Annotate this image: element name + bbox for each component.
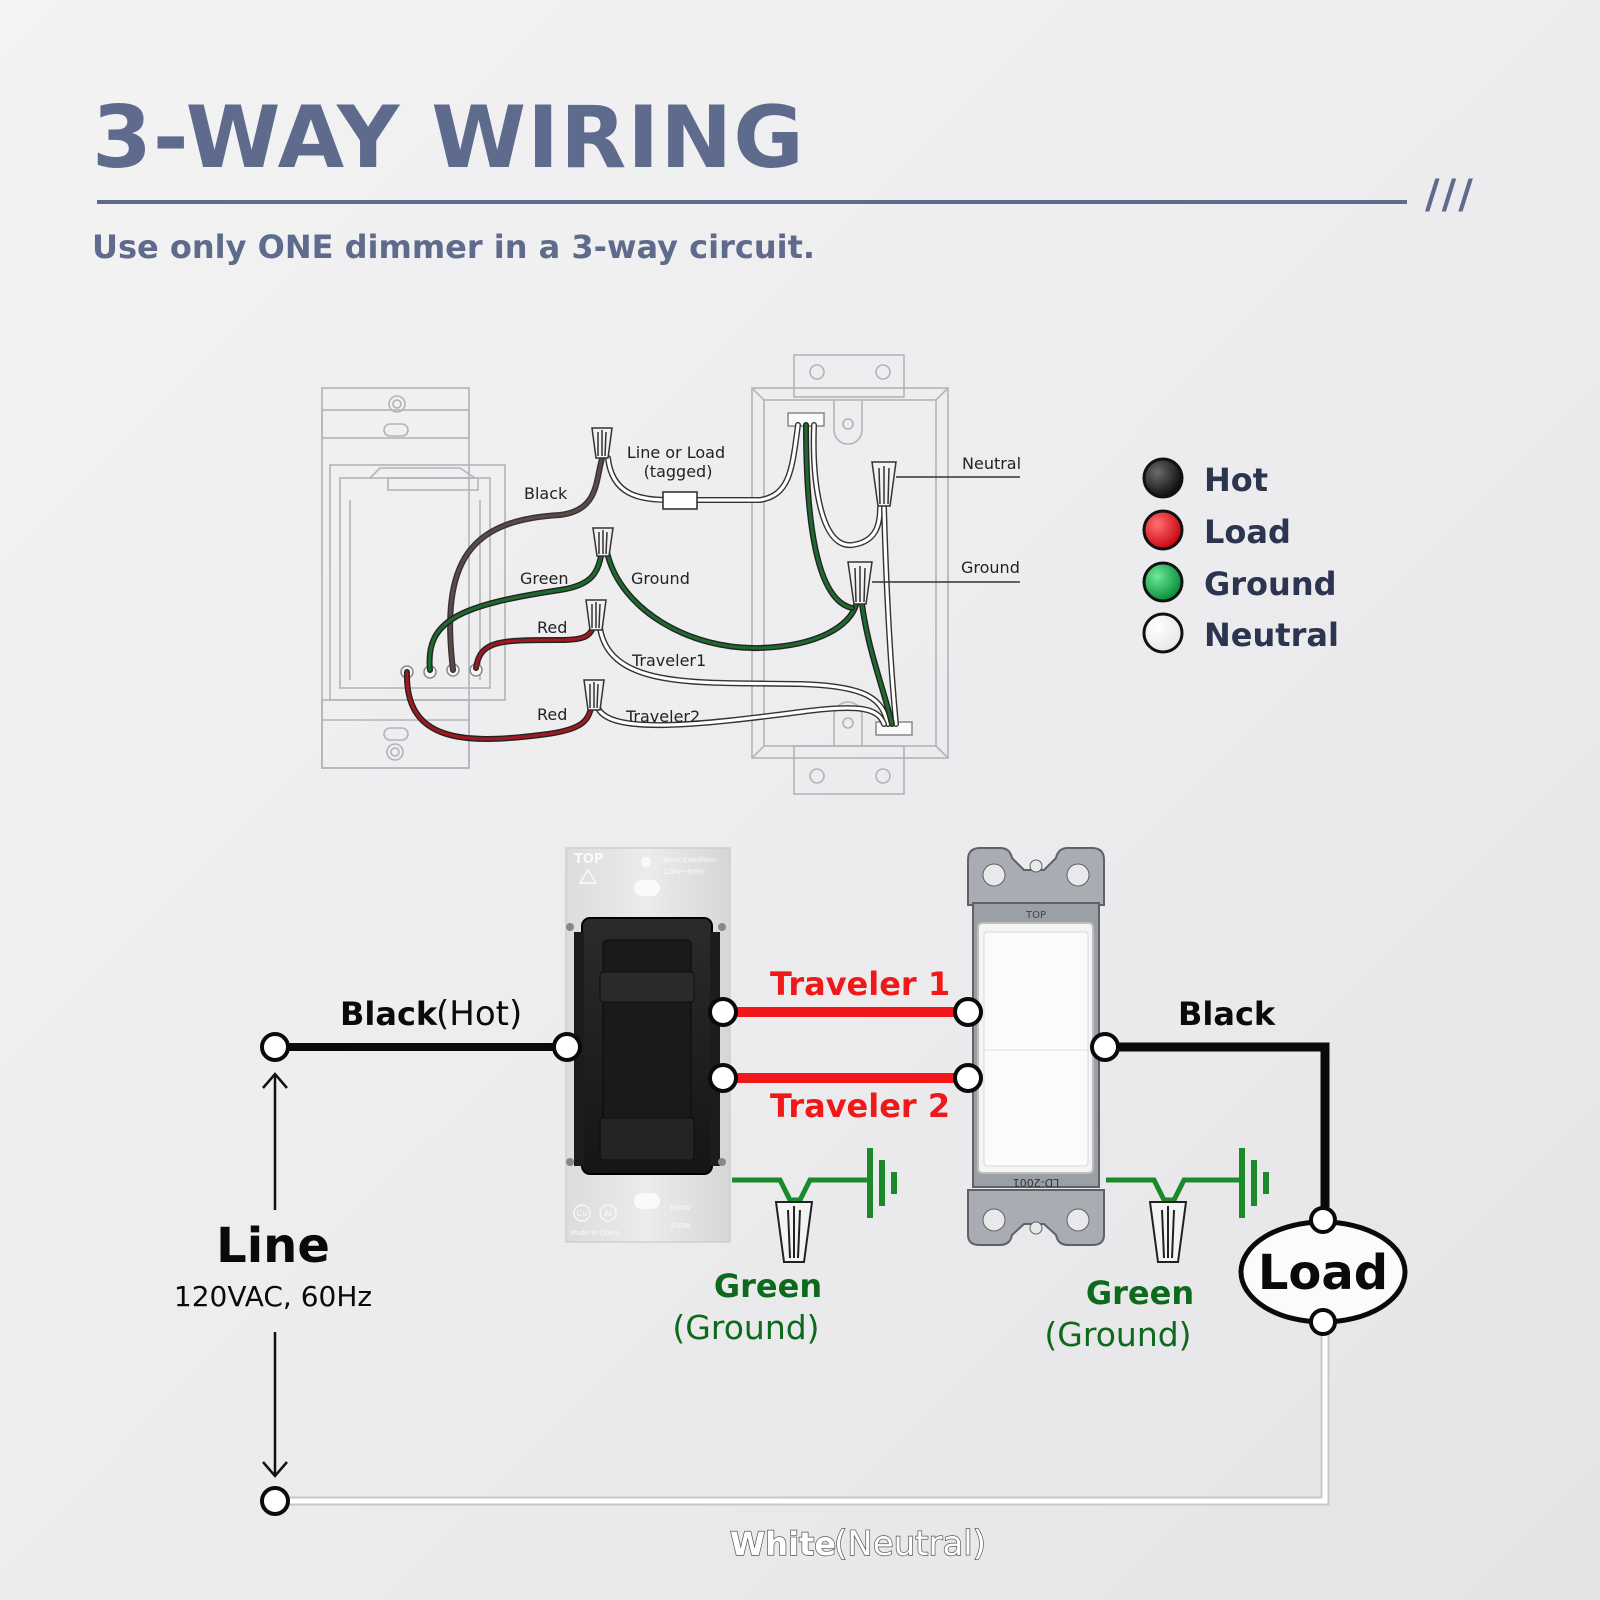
switch-model-label: LD-2001 xyxy=(1013,1176,1060,1189)
label-ground-right: (Ground) xyxy=(1044,1315,1191,1354)
dimmer-cu-mark: Cu xyxy=(577,1209,588,1218)
dimmer-device: TOP Work Condition 120V~60Hz Cu Al 600W … xyxy=(565,847,731,1243)
top-wires xyxy=(403,422,899,742)
label-line: Line xyxy=(216,1218,330,1274)
schematic: TOP Work Condition 120V~60Hz Cu Al 600W … xyxy=(174,847,1408,1565)
label-neutral-paren: (Neutral) xyxy=(834,1524,986,1564)
label-traveler-1: Traveler 1 xyxy=(770,965,950,1003)
legend-item-hot: Hot xyxy=(1142,457,1268,499)
legend-item-load: Load xyxy=(1142,509,1291,551)
dimmer-rating-300w: 300W xyxy=(670,1222,690,1230)
wire-nut-icon xyxy=(583,679,605,711)
ground-wires xyxy=(732,1148,1269,1218)
wire-nut-icon xyxy=(585,599,607,631)
wire-tag-icon xyxy=(662,491,698,510)
legend-label-neutral: Neutral xyxy=(1204,616,1339,654)
top-wiring-illustration: Black Line or Load (tagged) Green Ground… xyxy=(321,354,1021,795)
switch-device: TOP LD-2001 xyxy=(967,847,1105,1246)
label-ground-left: (Ground) xyxy=(672,1308,819,1347)
wire-nut-icon xyxy=(774,1201,814,1263)
terminal-load-bottom xyxy=(1309,1308,1337,1336)
terminal-load-top xyxy=(1309,1206,1337,1234)
label-line-or-load: Line or Load xyxy=(627,443,725,462)
label-traveler-2: Traveler 2 xyxy=(770,1087,950,1125)
dimmer-made-in: Made in China xyxy=(570,1229,620,1237)
line-voltage-arrow xyxy=(262,1072,288,1478)
label-ground: Ground xyxy=(631,569,690,588)
page-subtitle: Use only ONE dimmer in a 3-way circuit. xyxy=(92,228,816,266)
dimmer-rating-600w: 600W xyxy=(670,1204,690,1212)
label-traveler2: Traveler2 xyxy=(625,707,700,726)
dimmer-al-mark: Al xyxy=(604,1209,612,1218)
wire-nuts xyxy=(583,427,897,711)
terminal-dimmer-traveler-2 xyxy=(708,1063,738,1093)
label-green-left: Green xyxy=(714,1267,822,1305)
label-line-spec: 120VAC, 60Hz xyxy=(174,1280,372,1313)
legend-label-ground: Ground xyxy=(1204,565,1337,603)
label-neutral-right: Neutral xyxy=(962,454,1021,473)
wire-nut-icon xyxy=(591,427,613,459)
dimmer-top-label: TOP xyxy=(574,852,603,867)
dimmer-work-condition: Work Condition xyxy=(663,856,716,864)
terminal-line-hot xyxy=(260,1032,290,1062)
label-tagged: (tagged) xyxy=(644,462,713,481)
terminal-switch-traveler-2 xyxy=(953,1063,983,1093)
terminal-switch-traveler-1 xyxy=(953,997,983,1027)
label-black-right: Black xyxy=(1178,995,1276,1033)
dimmer-line-art xyxy=(321,387,506,769)
label-green: Green xyxy=(520,569,568,588)
label-green-right: Green xyxy=(1086,1274,1194,1312)
terminal-dimmer-traveler-1 xyxy=(708,997,738,1027)
black-load-wire xyxy=(1105,1042,1330,1218)
switch-top-label: TOP xyxy=(1025,910,1046,921)
ground-wire-nuts xyxy=(774,1201,1188,1263)
legend: Hot Load Ground Neutral xyxy=(1142,457,1339,654)
label-black-hot: Black xyxy=(340,995,438,1033)
legend-label-hot: Hot xyxy=(1204,461,1268,499)
label-traveler1: Traveler1 xyxy=(631,651,706,670)
legend-item-ground: Ground xyxy=(1142,561,1337,603)
title-slashes: /// xyxy=(1425,172,1475,218)
wire-nut-icon xyxy=(592,527,614,557)
label-ground-right: Ground xyxy=(961,558,1020,577)
page-title: 3-WAY WIRING xyxy=(92,88,805,188)
dimmer-rocker-icon xyxy=(599,1117,695,1161)
title-divider xyxy=(97,200,1407,204)
terminal-switch-common xyxy=(1090,1032,1120,1062)
wire-nut-icon xyxy=(847,561,873,605)
dimmer-terminals xyxy=(400,663,483,679)
label-red-2: Red xyxy=(537,705,567,724)
terminal-dimmer-hot xyxy=(552,1032,582,1062)
wire-nut-icon xyxy=(1148,1201,1188,1263)
wall-box-line-art xyxy=(751,354,949,795)
label-hot-paren: (Hot) xyxy=(436,994,522,1034)
label-white-neutral: White xyxy=(730,1525,836,1563)
label-red-1: Red xyxy=(537,618,567,637)
terminals xyxy=(260,997,1337,1516)
dimmer-voltage-rating: 120V~60Hz xyxy=(663,868,705,876)
label-black: Black xyxy=(524,484,568,503)
wire-nut-icon xyxy=(871,461,897,507)
load-label: Load xyxy=(1258,1245,1388,1301)
terminal-line-neutral xyxy=(260,1486,290,1516)
legend-label-load: Load xyxy=(1204,513,1291,551)
dimmer-slider-icon xyxy=(599,971,695,1003)
legend-item-neutral: Neutral xyxy=(1142,612,1339,654)
